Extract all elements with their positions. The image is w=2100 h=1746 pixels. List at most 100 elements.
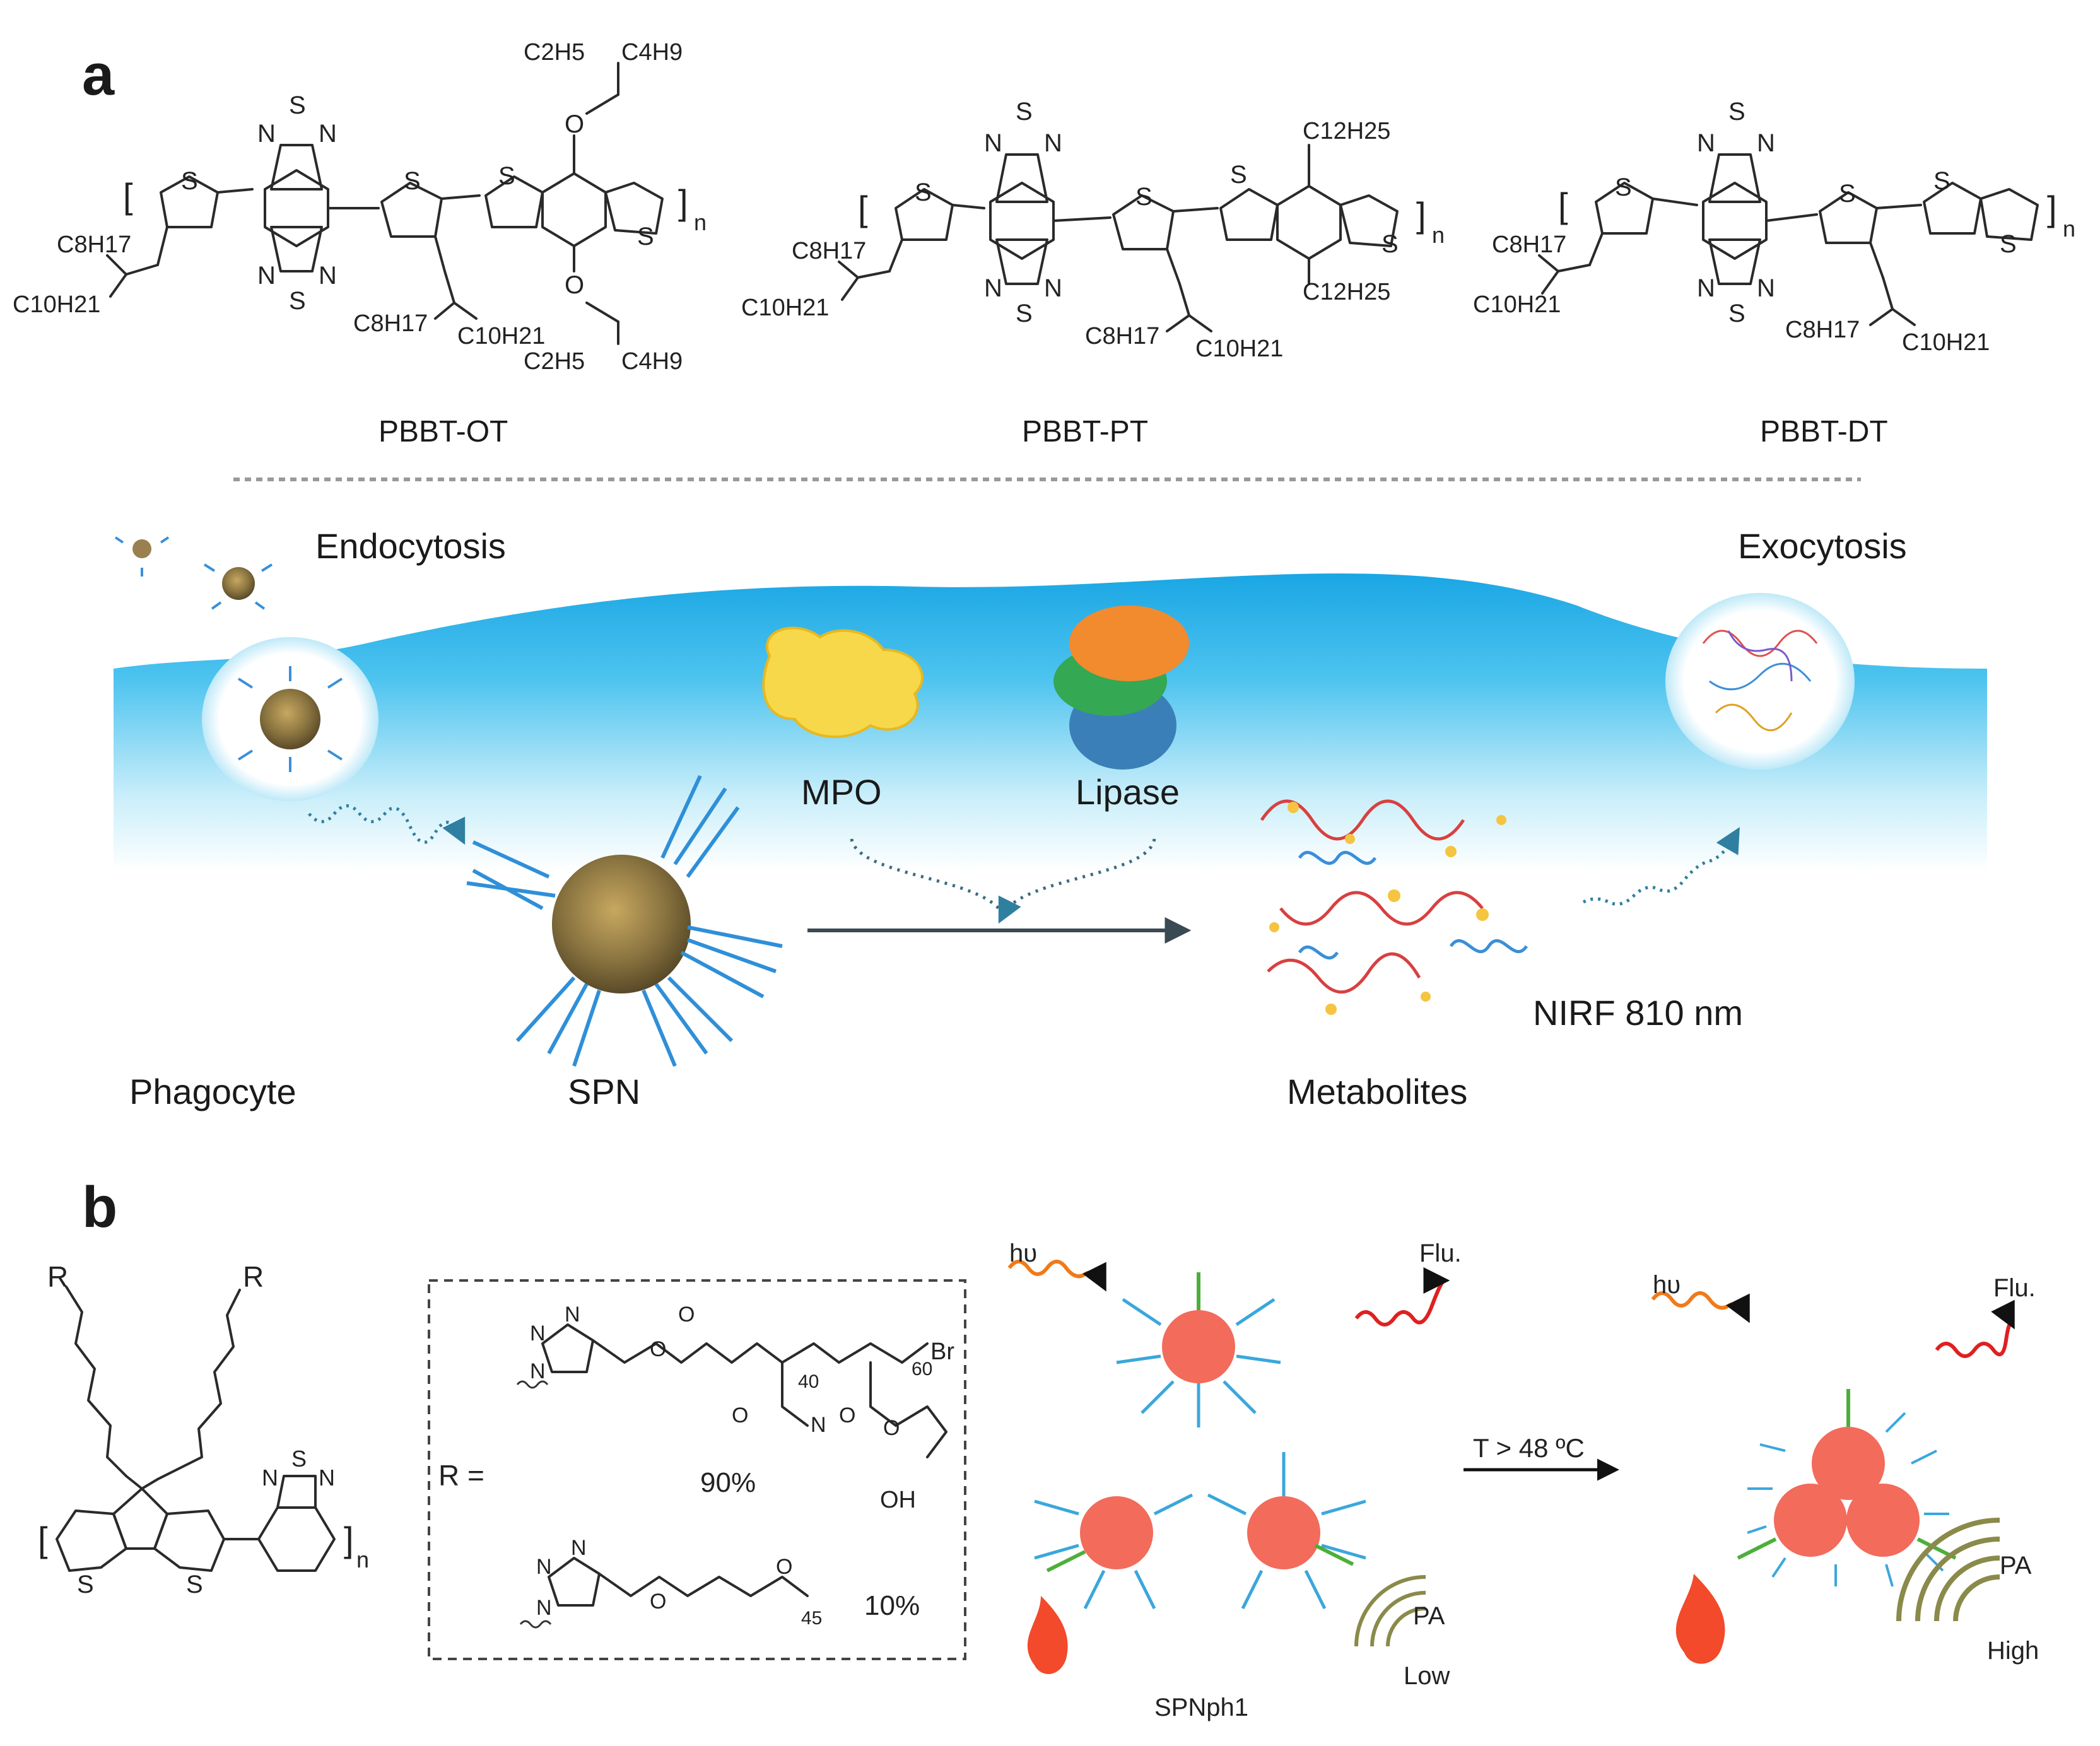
r-group-peg: N N N O O 45 10%	[519, 1536, 920, 1629]
svg-text:PA: PA	[1413, 1602, 1445, 1630]
svg-text:N: N	[319, 262, 337, 290]
mpo-dotted-path	[850, 838, 1005, 916]
exocytic-vesicle	[1665, 593, 1855, 770]
polymer-name-pbbt-ot: PBBT-OT	[378, 415, 508, 448]
svg-text:n: n	[356, 1547, 369, 1573]
svg-text:C10H21: C10H21	[13, 291, 100, 318]
svg-text:C10H21: C10H21	[1195, 336, 1283, 362]
svg-text:S: S	[186, 1571, 203, 1598]
svg-text:N: N	[536, 1555, 552, 1579]
r-group-box	[428, 1279, 966, 1660]
metabolites-label: Metabolites	[1287, 1072, 1467, 1111]
svg-text:]: ]	[344, 1520, 354, 1559]
svg-text:N: N	[262, 1465, 278, 1491]
exocytosed-fragments	[1702, 630, 1818, 732]
svg-text:C2H5: C2H5	[524, 348, 585, 375]
svg-text:C10H21: C10H21	[1902, 329, 1990, 356]
svg-text:R: R	[243, 1260, 264, 1293]
svg-text:S: S	[1016, 98, 1033, 126]
svg-text:n: n	[2063, 216, 2075, 242]
svg-text:S: S	[1728, 300, 1745, 327]
svg-text:S: S	[1230, 161, 1247, 189]
spnph1-particle-top	[1162, 1310, 1235, 1383]
svg-text:N: N	[1697, 274, 1715, 302]
svg-text:[: [	[123, 176, 133, 216]
svg-text:S: S	[2000, 230, 2017, 258]
hv-wave-2	[1651, 1291, 1750, 1323]
svg-text:n: n	[694, 209, 707, 235]
pa-waves-2	[1896, 1518, 2000, 1622]
svg-text:O: O	[732, 1403, 748, 1427]
svg-text:]: ]	[678, 182, 688, 222]
svg-text:O: O	[839, 1403, 855, 1427]
polymer-pbbt-ot-structure: [ S S N N N N S S S S O C2H5 C4H9 O C2H5…	[13, 39, 707, 375]
polymer-name-pbbt-pt: PBBT-PT	[1022, 415, 1148, 448]
svg-text:S: S	[915, 179, 932, 206]
benzobisthiadiazole-core	[264, 169, 329, 247]
spnph1-dispersed: hυ Flu. PA Low SPNph1	[1007, 1239, 1462, 1721]
svg-text:hυ: hυ	[1009, 1239, 1037, 1267]
phagocyte-to-spn-arrow	[308, 804, 466, 845]
svg-text:10%: 10%	[864, 1590, 920, 1621]
svg-text:C10H21: C10H21	[457, 323, 545, 349]
svg-text:High: High	[1987, 1637, 2039, 1665]
svg-text:C12H25: C12H25	[1303, 279, 1390, 305]
svg-text:S: S	[637, 223, 654, 250]
spn-coils	[466, 775, 783, 1067]
r-group-copolymer: N N N O O 40 60 Br O N O O OH 90%	[516, 1303, 954, 1513]
svg-text:C8H17: C8H17	[792, 238, 866, 264]
temperature-label: T > 48 ºC	[1473, 1433, 1585, 1463]
hv-wave-1	[1007, 1260, 1106, 1292]
svg-text:O: O	[565, 271, 584, 299]
svg-text:C4H9: C4H9	[621, 348, 683, 375]
svg-text:60: 60	[912, 1359, 932, 1380]
svg-text:C8H17: C8H17	[1085, 323, 1159, 349]
small-particle-2	[222, 567, 255, 600]
svg-text:C4H9: C4H9	[621, 39, 683, 66]
thiophene-ring	[160, 175, 219, 228]
metabolite-dots	[1269, 802, 1506, 1015]
svg-text:O: O	[678, 1303, 695, 1327]
svg-text:N: N	[536, 1596, 552, 1620]
svg-text:R: R	[47, 1260, 68, 1293]
svg-text:C10H21: C10H21	[741, 295, 829, 321]
polymer-pbbt-dt-structure: [ S S N N N N S S S S ] n C8H17 C10H21 C…	[1473, 98, 2075, 356]
pcpdtbt-structure: R R S S S N N [ ] n	[38, 1260, 369, 1598]
svg-text:PA: PA	[2000, 1552, 2032, 1579]
panel-a-label: a	[82, 43, 115, 107]
svg-text:[: [	[38, 1520, 48, 1559]
exocytosis-label: Exocytosis	[1738, 526, 1907, 566]
svg-text:S: S	[1839, 180, 1856, 208]
nirf-label: NIRF 810 nm	[1533, 993, 1743, 1033]
mpo-enzyme	[762, 626, 924, 739]
svg-text:N: N	[319, 120, 337, 148]
svg-text:S: S	[1728, 98, 1745, 126]
svg-text:90%: 90%	[700, 1467, 756, 1498]
phagocyte-label: Phagocyte	[129, 1072, 296, 1111]
svg-text:S: S	[498, 162, 515, 190]
svg-text:[: [	[858, 189, 868, 228]
flame-icon-1	[1027, 1596, 1068, 1674]
r-equals-label: R =	[438, 1459, 484, 1492]
flu-wave-1	[1354, 1267, 1450, 1327]
lipase-enzyme	[1053, 606, 1189, 770]
lipase-label: Lipase	[1076, 772, 1180, 812]
svg-text:OH: OH	[880, 1487, 916, 1513]
flame-icon-2	[1675, 1574, 1725, 1664]
panel-b-label: b	[82, 1175, 117, 1239]
svg-text:N: N	[984, 274, 1002, 302]
spnph1-particle-left	[1080, 1496, 1153, 1569]
svg-text:N: N	[1757, 129, 1775, 157]
cell-body	[114, 573, 1987, 870]
small-particle-1	[132, 539, 151, 558]
pa-waves-1	[1354, 1575, 1426, 1647]
svg-text:Low: Low	[1404, 1662, 1450, 1690]
agg-particle-left	[1774, 1484, 1847, 1557]
flu-wave-2	[1935, 1299, 2015, 1358]
svg-text:S: S	[291, 1446, 307, 1472]
svg-text:45: 45	[801, 1608, 822, 1629]
spn-particle	[552, 855, 691, 993]
svg-text:]: ]	[2047, 189, 2057, 228]
svg-text:N: N	[1044, 274, 1062, 302]
svg-text:S: S	[404, 167, 421, 195]
